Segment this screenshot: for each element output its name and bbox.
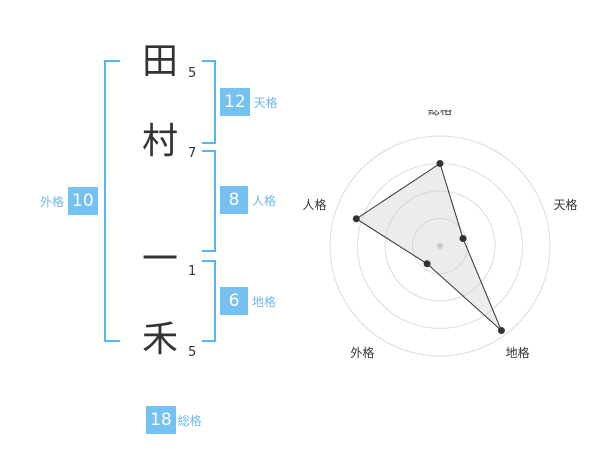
name-char-3: 一 (141, 239, 178, 280)
jinkaku-label: 人格 (252, 193, 277, 208)
radar-axis-label-5: 人格 (302, 197, 326, 212)
gaikaku-label: 外格 (40, 194, 65, 209)
radar-ring-2 (384, 190, 496, 302)
tenkaku-bracket (202, 60, 216, 144)
radar-ring-4 (329, 135, 551, 357)
radar-point-1 (436, 160, 444, 167)
radar-point-5 (352, 215, 360, 223)
tenkaku-value: 12 (220, 88, 250, 116)
chikaku-label: 地格 (252, 294, 277, 309)
stroke-count-3: 1 (188, 264, 197, 279)
stroke-count-1: 5 (188, 66, 197, 81)
radar-axis-label-3: 地格 (506, 345, 530, 360)
name-char-4: 禾 (141, 319, 178, 360)
tenkaku-label: 天格 (253, 95, 278, 110)
soukaku-badge: 18 総格 (146, 406, 202, 434)
radar-point-2 (459, 235, 467, 243)
radar-ring-1 (412, 218, 468, 274)
name-char-2: 村 (141, 121, 178, 162)
radar-point-4 (423, 260, 431, 268)
stroke-count-4: 5 (188, 345, 197, 360)
gaikaku-bracket (104, 60, 120, 342)
radar-point-3 (497, 327, 505, 335)
soukaku-label: 総格 (177, 413, 202, 428)
chikaku-bracket (202, 260, 216, 342)
radar-center-dot (437, 243, 443, 249)
soukaku-value: 18 (146, 406, 176, 434)
stroke-count-2: 7 (188, 146, 197, 161)
radar-axis-label-1: 総格 (428, 110, 452, 117)
radar-axis-label-4: 外格 (350, 345, 374, 360)
chikaku-value: 6 (220, 287, 248, 315)
jinkaku-bracket (202, 150, 216, 252)
jinkaku-value: 8 (220, 186, 248, 214)
jinkaku-badge: 8 人格 (220, 186, 276, 214)
gaikaku-value: 10 (68, 187, 98, 215)
chikaku-badge: 6 地格 (220, 287, 276, 315)
gaikaku-badge: 外格 10 (40, 187, 98, 215)
radar-polygon (355, 162, 502, 331)
name-char-1: 田 (141, 41, 178, 82)
tenkaku-badge: 12 天格 (220, 88, 278, 116)
radar-axis-label-2: 天格 (554, 197, 578, 212)
